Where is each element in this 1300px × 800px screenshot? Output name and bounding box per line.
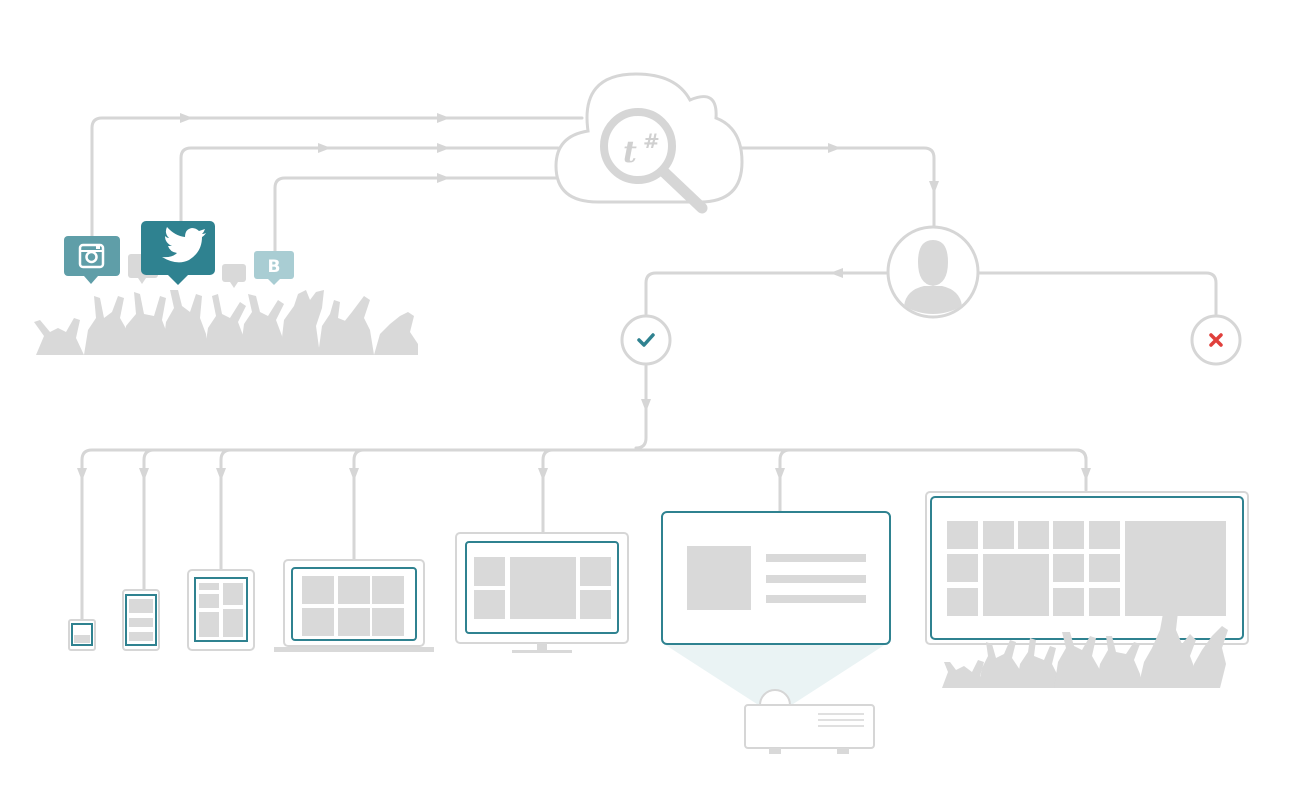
distribution-connectors — [77, 448, 1091, 622]
cloud-label: t — [623, 135, 637, 170]
instagram-bubble — [64, 236, 120, 284]
reject-node — [1190, 314, 1242, 366]
projector-icon — [661, 511, 891, 754]
approve-node — [620, 314, 672, 366]
checkmark-icon — [637, 333, 655, 347]
chat-bubble-small-2 — [222, 264, 246, 288]
cloud-superscript: # — [643, 129, 660, 153]
twitter-bird-icon — [162, 227, 206, 263]
audience-crowd-left — [34, 290, 418, 355]
blog-bubble: B — [254, 251, 294, 285]
blog-b-icon: B — [268, 257, 281, 277]
source-connectors — [90, 113, 584, 254]
twitter-bubble — [141, 221, 215, 285]
tablet-icon — [187, 569, 255, 651]
moderation-connectors — [634, 268, 1218, 450]
audience-crowd-right — [942, 604, 1228, 688]
smartwatch-icon — [68, 619, 96, 651]
instagram-icon — [78, 243, 105, 269]
cloud-search-icon: t # — [554, 72, 744, 214]
smartphone-icon — [122, 589, 160, 651]
user-avatar-icon — [886, 225, 980, 319]
laptop-icon — [274, 559, 434, 652]
video-wall-icon — [925, 491, 1249, 645]
monitor-icon — [455, 532, 629, 653]
close-x-icon — [1209, 333, 1223, 347]
cloud-to-moderator-connector — [738, 143, 939, 228]
